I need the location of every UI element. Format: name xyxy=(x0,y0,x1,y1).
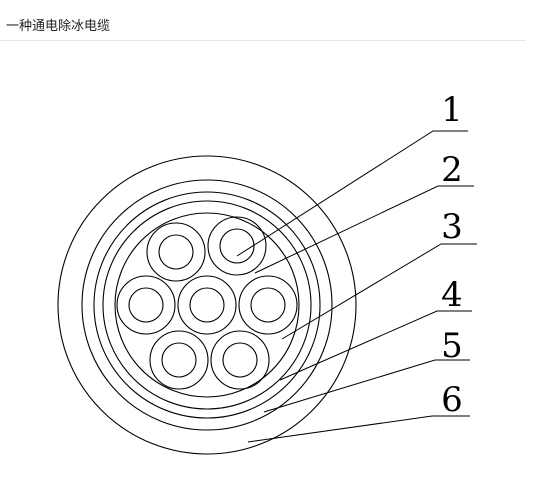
armor-ring-inner xyxy=(102,200,312,410)
header: 一种通电除冰电缆 xyxy=(0,0,526,41)
leader-line-1 xyxy=(236,130,468,257)
conductor-middle-left xyxy=(116,275,176,335)
conductor-center xyxy=(177,275,237,335)
callout-label-6: 6 xyxy=(441,380,463,420)
leader-line-2 xyxy=(254,185,474,274)
callout-label-4: 4 xyxy=(441,275,463,315)
callout-label-5: 5 xyxy=(441,326,463,366)
callout-label-3: 3 xyxy=(441,207,463,247)
callout-label-1: 1 xyxy=(441,90,463,130)
conductor-bottom-right xyxy=(210,330,270,390)
conductor-top-right xyxy=(207,216,267,276)
conductor-top-left xyxy=(146,222,206,282)
conductor-bottom-left xyxy=(149,330,209,390)
leader-line-4 xyxy=(279,310,472,381)
leader-line-6 xyxy=(247,415,470,443)
core-bundle-ring xyxy=(114,212,300,398)
jacket-ring xyxy=(81,179,333,431)
armor-ring-outer xyxy=(93,191,321,419)
callout-label-2: 2 xyxy=(441,150,463,190)
conductor-middle-right xyxy=(238,275,298,335)
leader-line-5 xyxy=(263,359,470,413)
leader-line-3 xyxy=(281,243,477,340)
outer-sheath-ring xyxy=(57,155,357,455)
page-title: 一种通电除冰电缆 xyxy=(6,19,111,34)
